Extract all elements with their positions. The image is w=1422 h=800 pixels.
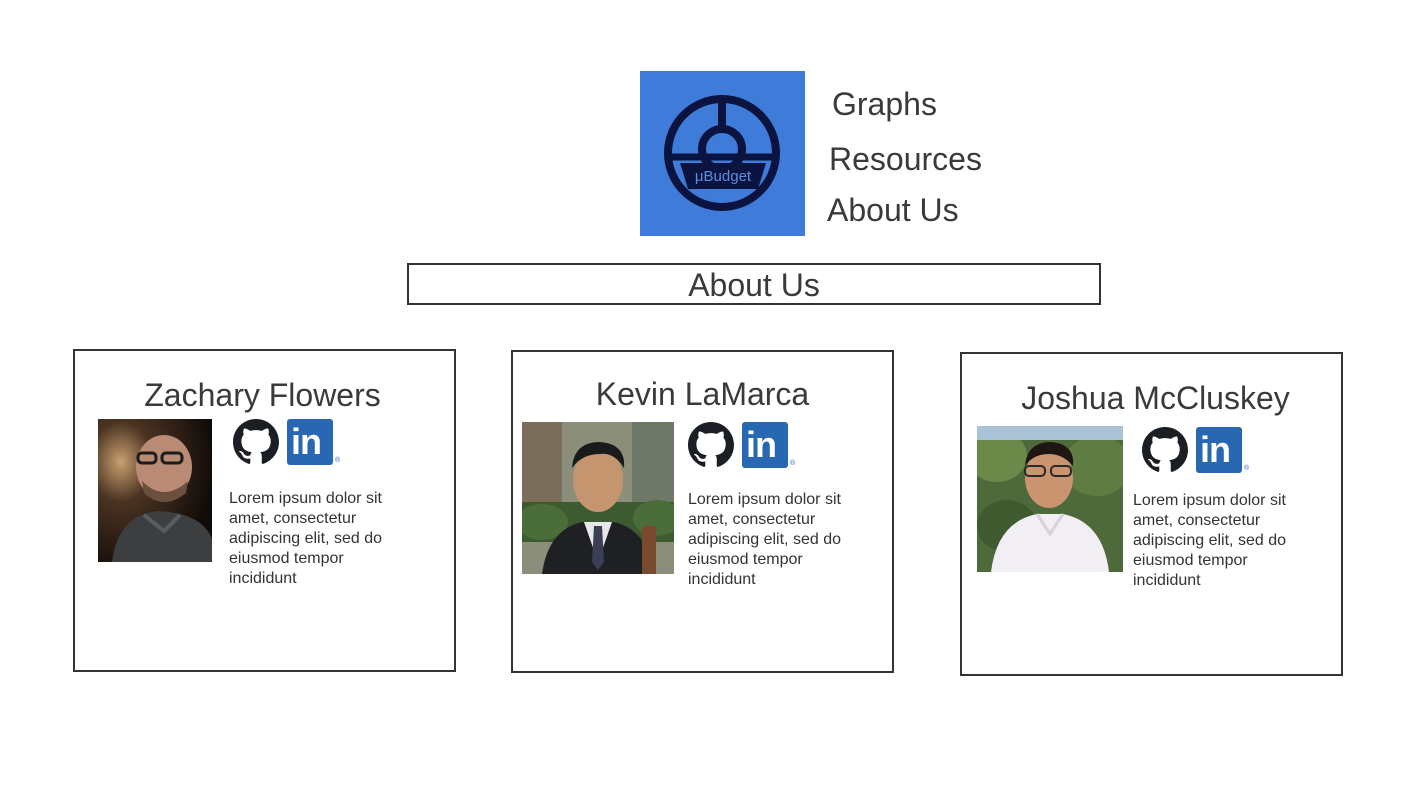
team-card-2: Kevin LaMarca in ® Lorem ipsum dolor sit…	[511, 350, 894, 673]
registered-mark-icon: ®	[1244, 465, 1250, 472]
budget-logo[interactable]: μBudget	[640, 71, 805, 236]
member-name: Joshua McCluskey	[1021, 380, 1290, 416]
linkedin-icon[interactable]: in	[1196, 427, 1242, 473]
registered-mark-icon: ®	[790, 460, 796, 467]
linkedin-icon[interactable]: in	[287, 419, 333, 465]
social-links: in ®	[1142, 427, 1249, 473]
team-card-1: Zachary Flowers in ® Lorem ipsum dolo	[73, 349, 456, 672]
linkedin-icon[interactable]: in	[742, 422, 788, 468]
member-bio: Lorem ipsum dolor sit amet, consectetur …	[688, 491, 841, 588]
logo-text: μBudget	[695, 168, 752, 185]
member-name: Zachary Flowers	[144, 377, 381, 413]
logo-emblem-icon: μBudget	[664, 95, 780, 211]
registered-mark-icon: ®	[335, 457, 341, 464]
team-card-3: Joshua McCluskey in ® Lorem ipsum dolor …	[960, 352, 1343, 676]
member-bio: Lorem ipsum dolor sit amet, consectetur …	[1133, 492, 1286, 589]
member-photo	[522, 422, 674, 574]
social-links: in ®	[233, 419, 340, 465]
linkedin-text: in	[291, 421, 322, 462]
nav-about-link[interactable]: About Us	[827, 192, 959, 228]
social-links: in ®	[688, 422, 795, 468]
nav-resources-link[interactable]: Resources	[829, 141, 982, 177]
linkedin-text: in	[746, 424, 777, 465]
member-bio: Lorem ipsum dolor sit amet, consectetur …	[229, 490, 382, 587]
github-icon[interactable]	[688, 422, 734, 468]
member-photo	[98, 419, 212, 562]
nav-graphs-link[interactable]: Graphs	[832, 86, 937, 122]
section-title: About Us	[407, 263, 1101, 305]
github-icon[interactable]	[233, 419, 279, 465]
linkedin-text: in	[1200, 429, 1231, 470]
github-icon[interactable]	[1142, 427, 1188, 473]
member-photo	[977, 426, 1123, 572]
member-name: Kevin LaMarca	[595, 376, 810, 412]
